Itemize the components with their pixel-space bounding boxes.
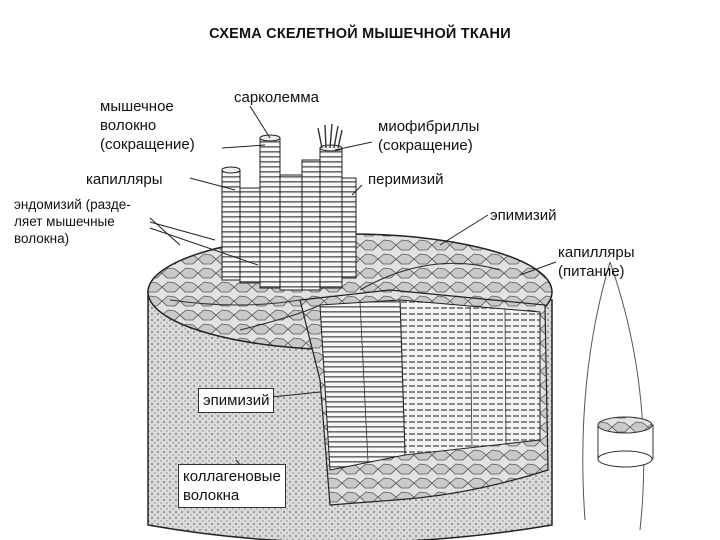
label-perimysium: перимизий	[368, 170, 444, 189]
muscle-fiber-line-2: волокно	[100, 116, 195, 135]
label-sarcolemma: сарколемма	[234, 88, 319, 107]
label-epimysium-center: эпимизий	[198, 388, 274, 413]
endomysium-line-3: волокна)	[14, 230, 131, 247]
capillary-cylinder	[583, 262, 653, 530]
cutaway-section	[300, 290, 548, 505]
myofibrils-line-1: миофибриллы	[378, 117, 479, 136]
label-endomysium: эндомизий (разде- ляет мышечные волокна)	[14, 196, 131, 247]
muscle-fiber-line-3: (сокращение)	[100, 135, 195, 154]
label-myofibrils: миофибриллы (сокращение)	[378, 117, 479, 155]
label-capillaries-left: капилляры	[86, 170, 163, 189]
fiber-bundle	[222, 124, 356, 290]
endomysium-line-1: эндомизий (разде-	[14, 196, 131, 213]
capillaries-nutrition-line-2: (питание)	[558, 262, 635, 281]
capillaries-nutrition-line-1: капилляры	[558, 243, 635, 262]
label-muscle-fiber: мышечное волокно (сокращение)	[100, 97, 195, 154]
myofibrils-line-2: (сокращение)	[378, 136, 479, 155]
label-epimysium-right: эпимизий	[490, 206, 556, 225]
collagen-line-2: волокна	[183, 486, 281, 505]
muscle-fiber-line-1: мышечное	[100, 97, 195, 116]
label-collagen-fibers: коллагеновые волокна	[178, 464, 286, 508]
endomysium-line-2: ляет мышечные	[14, 213, 131, 230]
collagen-line-1: коллагеновые	[183, 467, 281, 486]
label-capillaries-nutrition: капилляры (питание)	[558, 243, 635, 281]
